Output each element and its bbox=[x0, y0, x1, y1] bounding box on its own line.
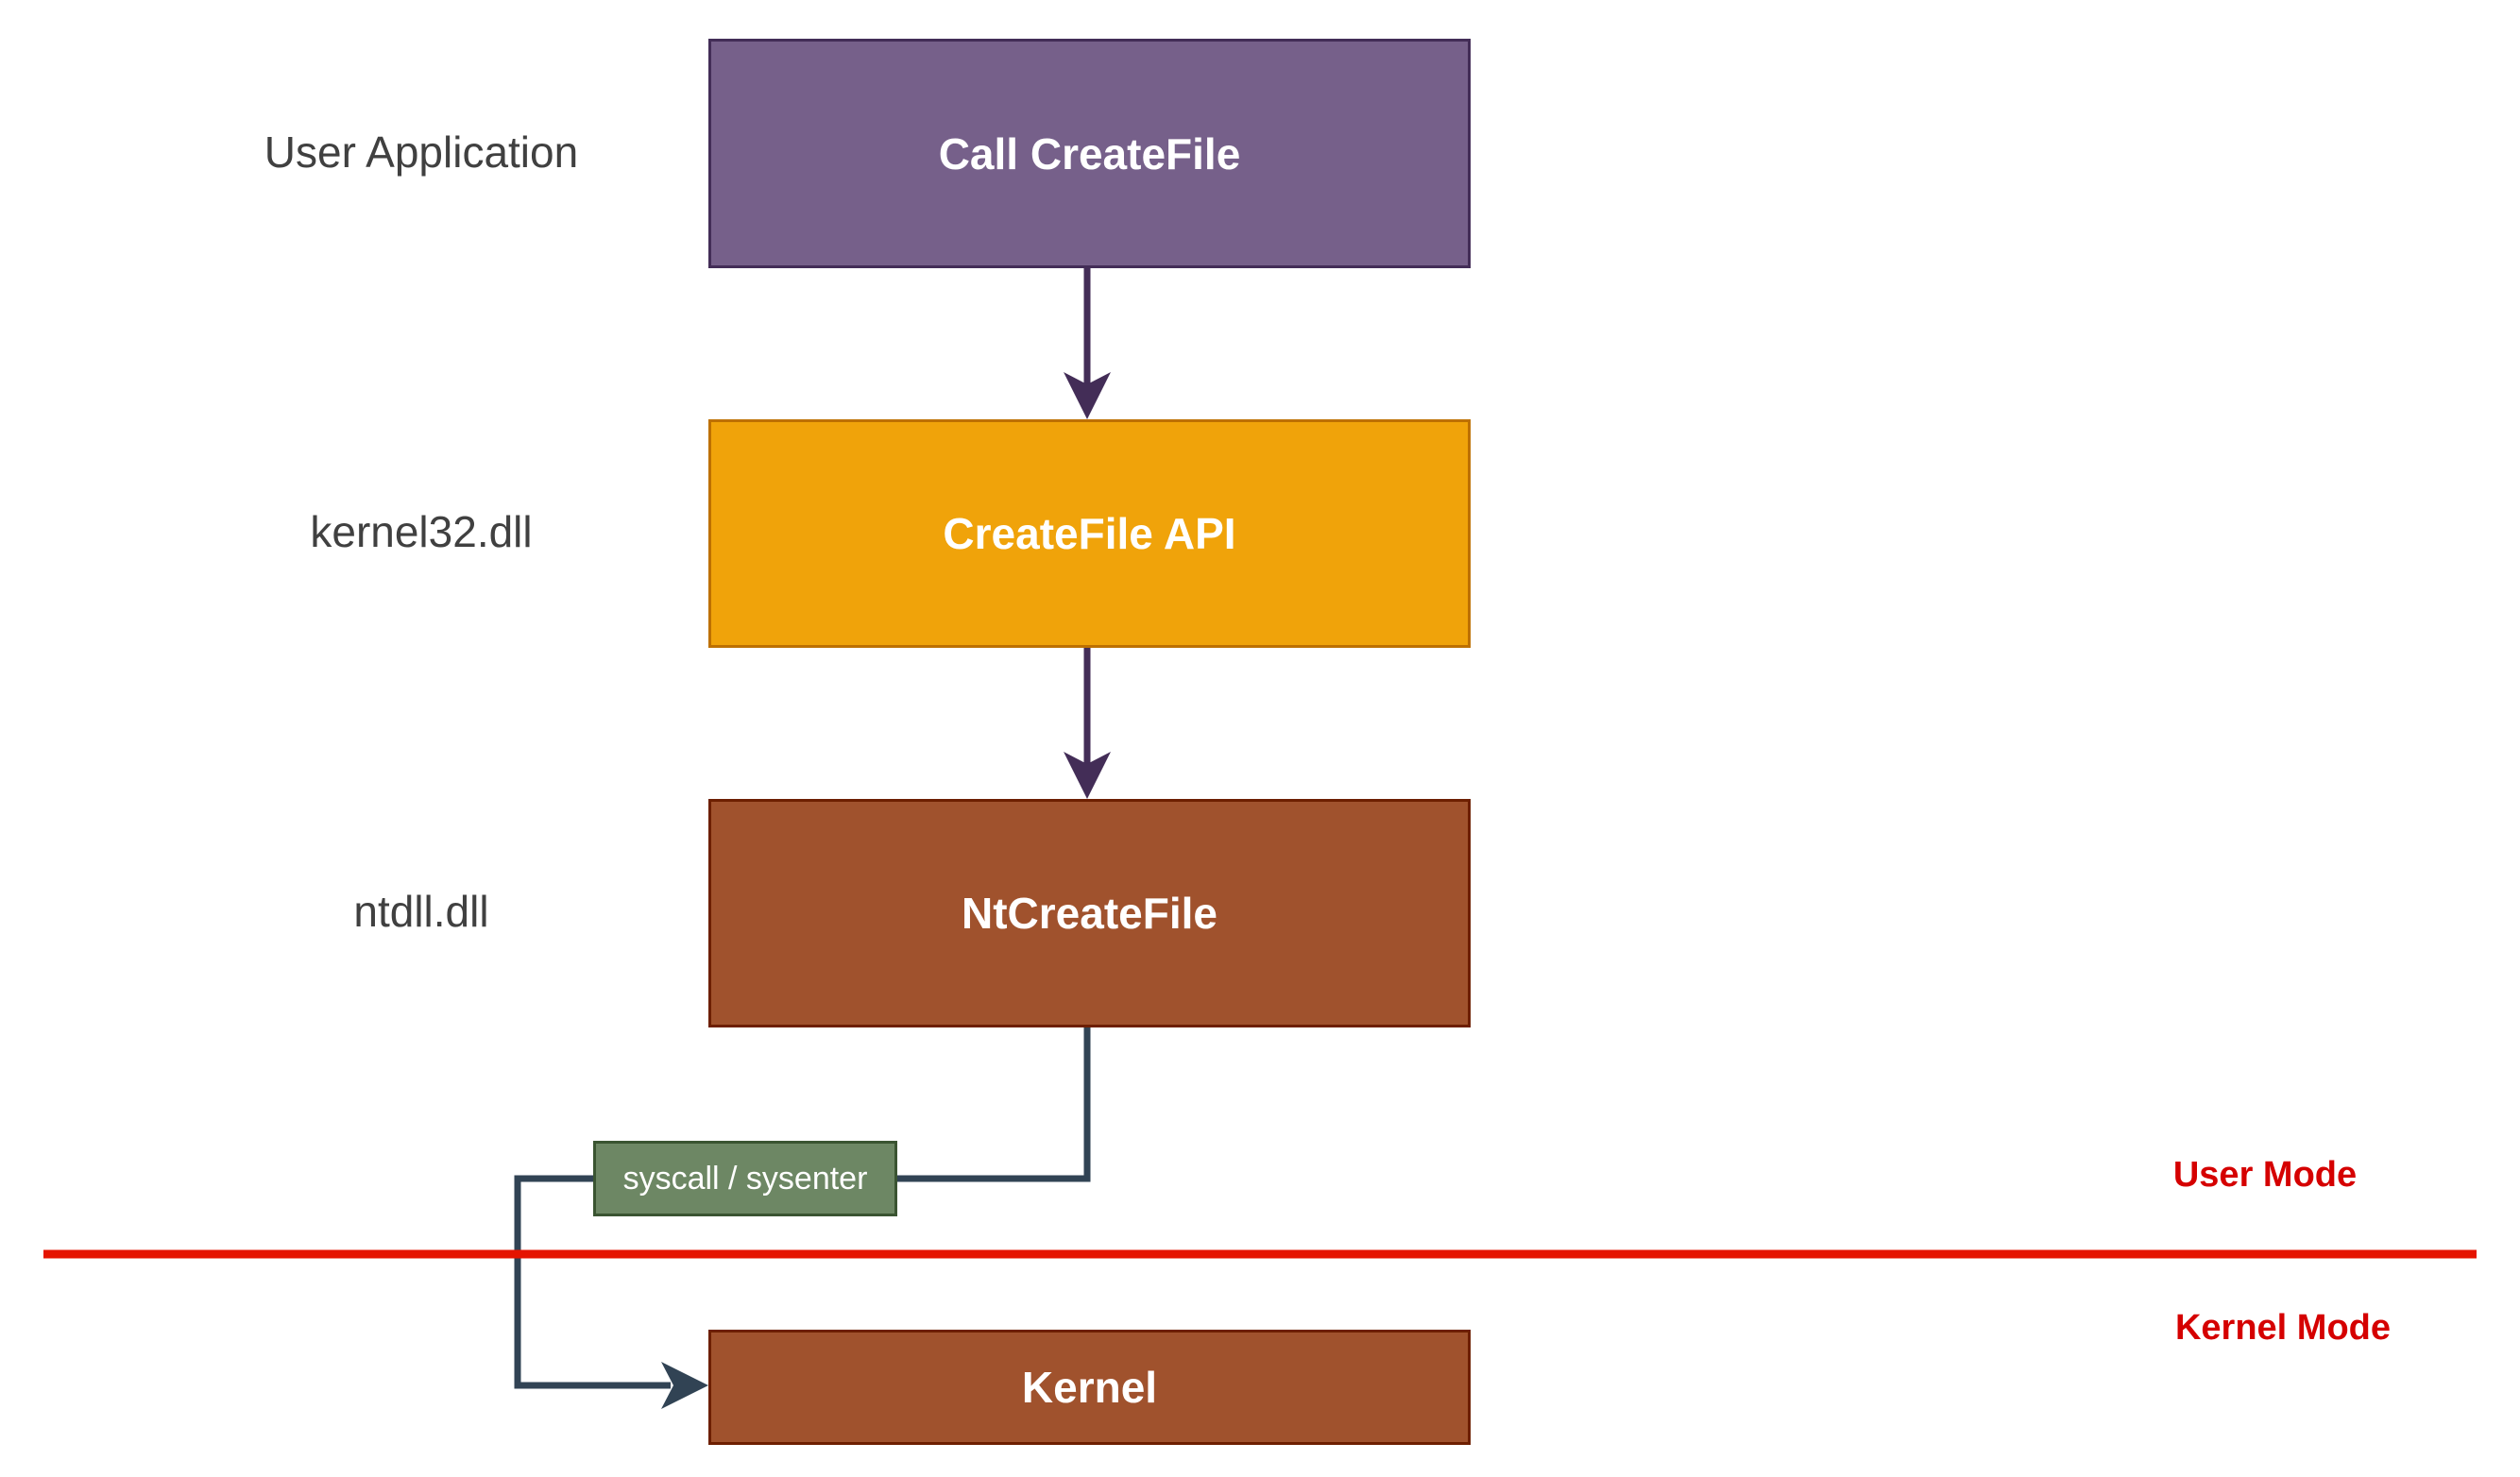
node-kernel: Kernel bbox=[708, 1330, 1471, 1445]
arrow-ntcreatefile-to-kernel bbox=[514, 1027, 1091, 1409]
node-ntcreatefile: NtCreateFile bbox=[708, 799, 1471, 1027]
node-syscall-sysenter: syscall / sysenter bbox=[593, 1141, 897, 1216]
layer-label-user-application: User Application bbox=[264, 127, 579, 177]
mode-label-kernel: Kernel Mode bbox=[2174, 1308, 2392, 1348]
node-createfile-api: CreateFile API bbox=[708, 419, 1471, 648]
node-call-createfile: Call CreateFile bbox=[708, 39, 1471, 268]
layer-label-ntdll: ntdll.dll bbox=[353, 887, 489, 936]
layer-label-kernel32: kernel32.dll bbox=[310, 507, 533, 556]
arrow-api-to-ntcreatefile bbox=[1064, 648, 1111, 799]
arrow-call-to-api bbox=[1064, 268, 1111, 419]
mode-label-user: User Mode bbox=[2172, 1155, 2358, 1195]
